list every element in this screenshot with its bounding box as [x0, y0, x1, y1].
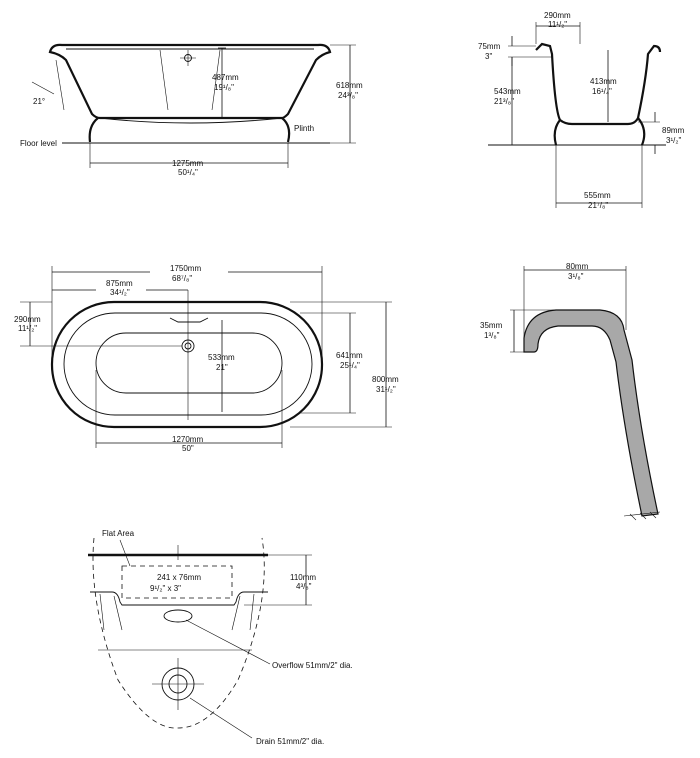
end-413-in: 16¹/₄" [592, 87, 612, 96]
drain-110-in: 4³/₈" [296, 582, 312, 591]
side-618-mm: 618mm [336, 81, 363, 90]
rim-profile [523, 309, 659, 517]
side-618-in: 24³/₈" [338, 91, 358, 100]
side-plinth-label: Plinth [294, 124, 314, 133]
area-in: 9¹/₂" x 3" [150, 584, 181, 593]
area-mm: 241 x 76mm [157, 573, 201, 582]
drain-label: Drain 51mm/2" dia. [256, 737, 324, 746]
rim-35-in: 1³/₈" [484, 331, 500, 340]
plan-533-mm: 533mm [208, 353, 235, 362]
rim-detail: 80mm 3¹/₈" 35mm 1³/₈" [480, 262, 661, 521]
plan-641-mm: 641mm [336, 351, 363, 360]
plan-641-in: 25¹/₄" [340, 361, 360, 370]
plan-1270-mm: 1270mm [172, 435, 203, 444]
side-ext-1275 [89, 143, 289, 168]
plan-ext-1750 [51, 266, 323, 364]
plan-1750-in: 68⁷/₈" [172, 274, 192, 283]
side-foot-left [88, 117, 99, 143]
overflow-label: Overflow 51mm/2" dia. [272, 661, 353, 670]
side-angle-label: 21° [33, 97, 45, 106]
side-487-in: 19¹/₈" [214, 83, 234, 92]
end-555-mm: 555mm [584, 191, 611, 200]
end-ext-555 [555, 145, 643, 208]
side-tub-outline [48, 43, 332, 120]
drain-boundary [92, 537, 265, 729]
plan-875-in: 34¹/₂" [110, 288, 130, 297]
plan-800-mm: 800mm [372, 375, 399, 384]
rim-ground-hatch [623, 511, 661, 521]
rim-80-mm: 80mm [566, 262, 589, 271]
end-543-in: 21³/₈" [494, 97, 514, 106]
plan-ext-290 [20, 301, 182, 347]
end-75-in: 3" [485, 52, 492, 61]
rim-ext-35 [510, 309, 556, 353]
overflow-leader [185, 619, 271, 665]
end-tub-outline [535, 42, 662, 126]
end-413-mm: 413mm [590, 77, 617, 86]
flat-area-leader [119, 539, 131, 567]
plan-ext-800 [290, 301, 392, 428]
drain-profile [90, 591, 268, 606]
rim-80-in: 3¹/₈" [568, 272, 584, 281]
end-290-in: 11¹/₂" [548, 20, 567, 29]
end-ext-75 [508, 45, 552, 58]
side-1275-in: 50¹/₄" [178, 168, 198, 177]
side-inner-line [159, 49, 221, 111]
flat-area-label: Flat Area [102, 529, 135, 538]
plan-view: 1750mm 68⁷/₈" 875mm 34¹/₂" 290mm 11¹/₂" … [14, 264, 399, 453]
floor-label: Floor level [20, 139, 57, 148]
drain-crosshair [152, 658, 204, 710]
plan-ext-1270 [95, 370, 283, 448]
side-base-curve [99, 117, 283, 124]
side-487-mm: 487mm [212, 73, 239, 82]
side-foot-right [281, 117, 291, 143]
end-290-mm: 290mm [544, 11, 571, 20]
drain-leader [189, 697, 253, 739]
plan-875-mm: 875mm [106, 279, 133, 288]
side-angle-lines [31, 59, 65, 111]
drain-detail: Flat Area 241 x 76mm 9¹/₂" x 3" 110mm 4³… [88, 529, 353, 746]
drain-side-lines [99, 593, 255, 631]
plan-800-in: 31¹/₂" [376, 385, 396, 394]
plan-290-mm: 290mm [14, 315, 41, 324]
plan-overflow-slot [169, 317, 209, 323]
flat-area-box [121, 565, 233, 599]
side-1275-mm: 1275mm [172, 159, 203, 168]
side-view: Floor level 487mm 19¹/₈" 618mm 24³/₈" 21… [20, 43, 363, 177]
plan-ext-641 [300, 312, 356, 414]
end-view: 290mm 11¹/₂" 75mm 3" 543mm 21³/₈" 413mm … [478, 11, 685, 210]
end-555-in: 21⁷/₈" [588, 201, 608, 210]
end-75-mm: 75mm [478, 42, 501, 51]
end-ext-89 [638, 121, 660, 146]
plan-290-in: 11¹/₂" [18, 324, 37, 333]
plan-1750-mm: 1750mm [170, 264, 201, 273]
plan-533-in: 21" [216, 363, 228, 372]
side-ext-618 [290, 44, 356, 144]
end-543-mm: 543mm [494, 87, 521, 96]
end-89-in: 3¹/₂" [666, 136, 681, 145]
plan-1270-in: 50" [182, 444, 194, 453]
side-dim-487 [218, 47, 226, 117]
plan-basin [95, 332, 283, 394]
drain-ext-110 [244, 554, 312, 606]
rim-ext-80 [523, 266, 627, 338]
plan-outer-rim [50, 300, 324, 429]
overflow-hole [163, 609, 193, 623]
end-feet [553, 117, 646, 146]
rim-35-mm: 35mm [480, 321, 503, 330]
end-89-mm: 89mm [662, 126, 685, 135]
drain-110-mm: 110mm [290, 573, 316, 582]
side-overflow-cross [180, 50, 196, 66]
